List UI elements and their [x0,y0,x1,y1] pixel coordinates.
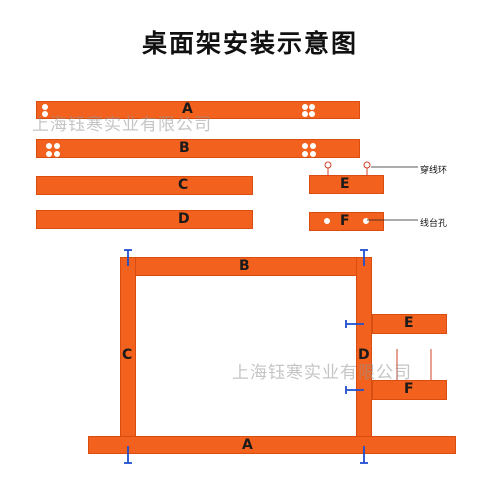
part-b-hole [54,143,60,149]
part-a-hole [309,111,315,117]
watermark-top: 上海钰寒实业有限公司 [32,115,212,135]
part-b-hole [46,151,52,157]
assembly-a-label: A [242,437,253,453]
part-c-label: C [178,177,189,193]
part-a-hole [42,111,48,117]
screw-icons [124,249,368,464]
part-f-label: F [340,213,350,229]
part-b-hole [302,143,308,149]
part-b-hole [310,143,316,149]
part-b-hole [54,151,60,157]
assembly-c-label: C [122,347,133,363]
part-a-hole [42,104,48,110]
part-d-label: D [178,211,190,227]
part-e-bar [309,175,384,194]
screw-icon [345,386,364,394]
ring-icon [363,161,371,169]
ring-icon [324,161,332,169]
screw-icon [360,249,368,266]
threading-ring-note: 穿线环 [420,166,448,176]
page-title: 桌面架安装示意图 [141,29,358,58]
part-c-bar [36,176,253,195]
assembly-f-label: F [404,381,414,397]
threading-ring-icons [324,161,432,380]
part-b-hole [310,151,316,157]
part-d-bar [36,210,253,229]
assembly-f-bar [372,380,447,400]
part-f-bar [309,212,384,231]
part-b-hole [46,143,52,149]
pointer-lines [367,166,418,221]
part-b-bar [36,139,360,158]
part-a-hole [302,111,308,117]
part-f-wire-hole [324,218,330,224]
screw-icon [345,320,364,328]
screw-icon [124,446,132,464]
part-e-label: E [340,176,350,192]
watermark-bottom: 上海钰寒实业有限公司 [232,363,412,383]
part-a-hole [302,104,308,110]
part-b-label: B [179,140,190,156]
part-a-bar [36,101,360,119]
assembly-e-label: E [404,315,414,331]
part-a-label: A [182,101,193,117]
screw-icon [124,249,132,266]
wire-hole-note: 线台孔 [420,219,448,229]
screw-icon [360,446,368,464]
assembly-b-label: B [239,258,250,274]
assembly-e-bar [372,314,447,334]
assembly-d-label: D [358,347,370,363]
part-f-wire-hole [363,218,369,224]
part-a-hole [309,104,315,110]
part-b-hole [302,151,308,157]
